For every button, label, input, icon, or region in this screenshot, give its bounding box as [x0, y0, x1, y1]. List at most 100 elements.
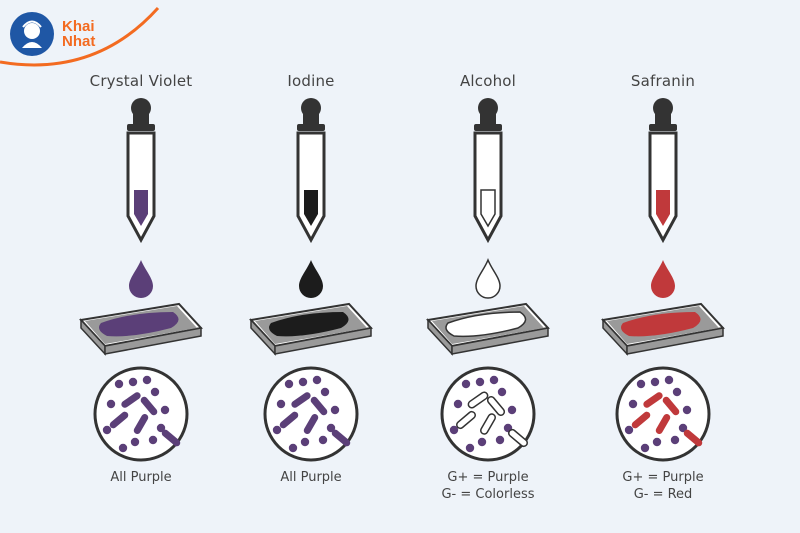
- step-illustration: [426, 98, 550, 462]
- bacterium-coccus: [150, 387, 160, 397]
- bacterium-rod: [683, 429, 703, 447]
- logo-arc: [0, 6, 160, 67]
- bacterium-coccus: [489, 375, 499, 385]
- bacterium-coccus: [114, 379, 124, 389]
- view-circle: [615, 366, 711, 462]
- bacterium-coccus: [652, 437, 662, 447]
- bacterium-coccus: [284, 379, 294, 389]
- bacterium-coccus: [160, 405, 170, 415]
- step-title: Iodine: [287, 72, 335, 90]
- bacterium-coccus: [477, 437, 487, 447]
- stain-smear: [621, 312, 701, 337]
- brand-line-1: Khai: [62, 18, 95, 35]
- bacterium-coccus: [628, 399, 638, 409]
- microscope-view: [93, 366, 189, 462]
- bacterium-coccus: [453, 399, 463, 409]
- dropper: [296, 98, 326, 244]
- stain-smear: [269, 312, 349, 337]
- step-safranin: Safranin G+ = Purple G- = Red: [573, 72, 753, 522]
- step-illustration: [249, 98, 373, 462]
- bacterium-coccus: [118, 443, 128, 453]
- bacterium-rod: [310, 396, 328, 416]
- bacterium-rod: [480, 413, 496, 435]
- bacterium-coccus: [330, 405, 340, 415]
- reagent-drop: [651, 260, 675, 298]
- bacterium-coccus: [156, 423, 166, 433]
- bacterium-coccus: [320, 387, 330, 397]
- dropper-collar: [649, 124, 677, 131]
- bacterium-coccus: [272, 425, 282, 435]
- bacterium-coccus: [636, 379, 646, 389]
- step-result: All Purple: [51, 469, 231, 486]
- bacterium-coccus: [682, 405, 692, 415]
- bacterium-coccus: [497, 387, 507, 397]
- brand-wordmark: Khai Nhat: [62, 19, 95, 49]
- bacterium-rod: [486, 396, 506, 416]
- bacterium-rod: [161, 429, 181, 447]
- step-result: G+ = Purple G- = Colorless: [398, 469, 578, 503]
- dropper-collar: [474, 124, 502, 131]
- step-result: All Purple: [221, 469, 401, 486]
- bacterium-rod: [279, 411, 299, 429]
- bacterium-coccus: [495, 435, 505, 445]
- microscope-view: [263, 366, 359, 462]
- step-title: Alcohol: [459, 72, 517, 90]
- result-line: G+ = Purple: [622, 470, 704, 485]
- step-title: Crystal Violet: [89, 72, 193, 90]
- bacterium-coccus: [664, 375, 674, 385]
- bacterium-rod: [631, 411, 651, 429]
- bacterium-coccus: [640, 443, 650, 453]
- bacterium-coccus: [102, 425, 112, 435]
- step-crystal-violet: Crystal Violet All Purple: [51, 72, 231, 522]
- dropper: [126, 98, 156, 244]
- bacterium-rod: [467, 391, 489, 409]
- step-illustration: [601, 98, 725, 462]
- bacterium-rod: [456, 410, 476, 430]
- step-alcohol: Alcohol G+ = Purple G- = Colorless: [398, 72, 578, 522]
- bacterium-coccus: [300, 437, 310, 447]
- dropper-collar: [127, 124, 155, 131]
- bacterium-coccus: [507, 405, 517, 415]
- bacterium-coccus: [148, 435, 158, 445]
- bacterium-rod: [291, 392, 311, 408]
- microscope-slide: [79, 302, 203, 356]
- bacterium-coccus: [276, 399, 286, 409]
- stain-smear: [99, 312, 179, 337]
- dropper: [648, 98, 678, 244]
- bacterium-coccus: [288, 443, 298, 453]
- stain-smear: [445, 311, 527, 338]
- step-illustration: [79, 98, 203, 462]
- brand-line-2: Nhat: [62, 33, 96, 50]
- slide-edge: [274, 327, 372, 355]
- bacterium-coccus: [312, 375, 322, 385]
- bacterium-coccus: [670, 435, 680, 445]
- dropper-collar: [297, 124, 325, 131]
- bacterium-coccus: [624, 425, 634, 435]
- result-line: G- = Red: [633, 487, 693, 502]
- microscope-slide: [426, 302, 550, 356]
- dropper-neck: [480, 112, 496, 124]
- bacterium-rod: [140, 396, 158, 416]
- bacterium-coccus: [318, 435, 328, 445]
- bacterium-rod: [662, 396, 680, 416]
- result-line: G- = Colorless: [441, 487, 535, 502]
- view-circle: [93, 366, 189, 462]
- result-line: All Purple: [110, 470, 172, 485]
- bacterium-coccus: [298, 377, 308, 387]
- step-iodine: Iodine All Purple: [221, 72, 401, 522]
- bacterium-coccus: [449, 425, 459, 435]
- bacterium-coccus: [465, 443, 475, 453]
- dropper-neck: [133, 112, 149, 124]
- dropper-neck: [655, 112, 671, 124]
- bacterium-coccus: [678, 423, 688, 433]
- bacterium-coccus: [142, 375, 152, 385]
- bacterium-coccus: [326, 423, 336, 433]
- reagent-liquid: [480, 189, 496, 228]
- dropper-neck: [303, 112, 319, 124]
- step-title: Safranin: [630, 72, 696, 90]
- reagent-liquid: [656, 190, 670, 226]
- result-line: G+ = Purple: [447, 470, 529, 485]
- bacterium-coccus: [475, 377, 485, 387]
- reagent-drop: [129, 260, 153, 298]
- bacterium-coccus: [461, 379, 471, 389]
